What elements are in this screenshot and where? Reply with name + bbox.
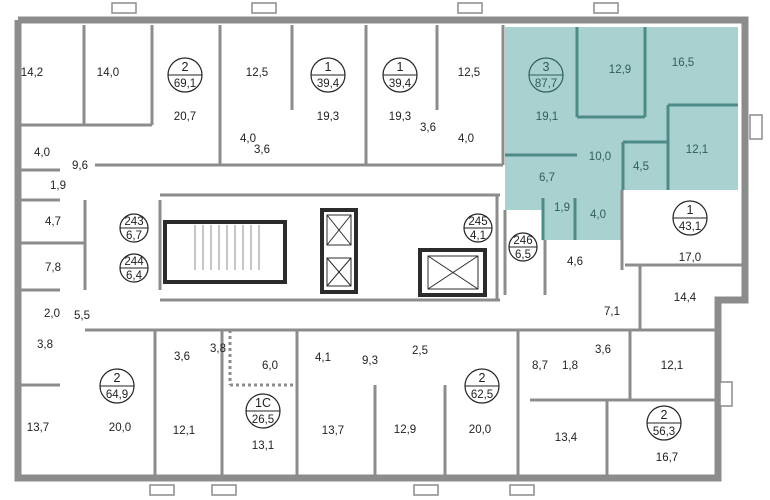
room-area: 6,0: [262, 360, 278, 372]
room-area: 14,4: [674, 292, 697, 304]
room-area: 16,5: [672, 57, 694, 69]
room-area: 12,5: [458, 67, 480, 79]
room-labels: 14,2 14,0 20,7 12,5 19,3 19,3 12,5 4,0 9…: [21, 67, 701, 464]
badge-area: 26,5: [252, 414, 274, 426]
storage-number: 243: [124, 216, 143, 228]
badge-area: 87,7: [535, 78, 557, 90]
room-area: 12,9: [394, 424, 416, 436]
room-area: 9,6: [72, 160, 88, 172]
room-area: 13,7: [322, 425, 344, 437]
room-area: 4,6: [567, 256, 583, 268]
room-area: 20,0: [109, 422, 131, 434]
room-area: 19,3: [389, 111, 411, 123]
badge-rooms: 1: [325, 60, 332, 74]
badge-rooms: 3: [543, 60, 550, 74]
apartment-badge[interactable]: 262,5: [464, 368, 500, 404]
room-area: 4,0: [240, 133, 256, 145]
apartment-badge[interactable]: 1С 26,5: [245, 393, 281, 429]
room-area: 14,2: [21, 67, 43, 79]
apartment-badge[interactable]: 256,3: [646, 405, 682, 441]
room-area: 20,7: [174, 111, 196, 123]
apartment-badge[interactable]: 139,4: [382, 57, 418, 93]
room-area: 1,9: [554, 202, 570, 214]
storage-area: 6,5: [515, 249, 531, 261]
room-area: 4,0: [458, 133, 474, 145]
room-area: 3,6: [595, 344, 611, 356]
outer-walls: [14, 2, 763, 496]
storage-area: 6,4: [126, 270, 143, 282]
room-area: 4,0: [590, 209, 606, 221]
room-area: 16,7: [656, 452, 678, 464]
badge-rooms: 2: [114, 371, 121, 385]
highlighted-room-labels: 12,9 16,5 19,1 10,0 4,5 12,1 6,7 1,9 4,0: [536, 57, 708, 221]
storage-number: 244: [124, 256, 144, 268]
badge-rooms: 2: [182, 60, 189, 74]
room-area: 14,0: [97, 67, 119, 79]
badge-rooms: 1: [397, 60, 404, 74]
room-area: 12,1: [173, 425, 195, 437]
room-area: 3,6: [174, 351, 190, 363]
room-area: 13,1: [252, 440, 274, 452]
room-area: 7,1: [604, 306, 620, 318]
badge-rooms: 1: [687, 203, 694, 217]
storage-number: 246: [513, 235, 532, 247]
room-area: 19,1: [536, 111, 558, 123]
room-area: 2,5: [412, 345, 428, 357]
room-area: 1,8: [562, 360, 578, 372]
badge-area: 39,4: [317, 78, 340, 90]
badge-area: 39,4: [389, 78, 412, 90]
interior-walls: [20, 25, 745, 478]
storage-area: 6,7: [126, 230, 142, 242]
room-area: 13,4: [555, 432, 578, 444]
stairwell: [163, 220, 287, 284]
room-area: 12,1: [661, 360, 683, 372]
badge-area: 62,5: [471, 389, 493, 401]
room-area: 5,5: [74, 310, 90, 322]
room-area: 2,0: [44, 308, 60, 320]
room-area: 12,1: [686, 144, 708, 156]
room-area: 3,6: [254, 144, 270, 156]
storage-number: 245: [468, 216, 487, 228]
room-area: 4,0: [34, 147, 50, 159]
elevators: [320, 208, 487, 297]
room-area: 7,8: [45, 262, 61, 274]
room-area: 19,3: [317, 111, 339, 123]
room-area: 1,9: [50, 180, 66, 192]
badge-rooms: 2: [479, 371, 486, 385]
room-area: 13,7: [27, 422, 49, 434]
room-area: 4,1: [315, 352, 331, 364]
badge-area: 43,1: [679, 221, 701, 233]
room-area: 3,6: [420, 122, 436, 134]
apartment-badge[interactable]: 269,1: [167, 57, 203, 93]
room-area: 20,0: [469, 424, 491, 436]
room-area: 9,3: [362, 355, 378, 367]
room-area: 3,8: [37, 339, 53, 351]
highlighted-apartment-walls: [505, 27, 738, 240]
badge-area: 64,9: [106, 389, 128, 401]
room-area: 10,0: [589, 151, 611, 163]
apartment-badge[interactable]: 264,9: [99, 368, 135, 404]
room-area: 6,7: [539, 172, 555, 184]
room-area: 3,8: [210, 343, 226, 355]
apartment-badge[interactable]: 139,4: [310, 57, 346, 93]
room-area: 17,0: [679, 252, 701, 264]
room-area: 4,5: [633, 161, 649, 173]
room-area: 4,7: [45, 216, 61, 228]
room-area: 8,7: [532, 360, 548, 372]
highlighted-apartment-area[interactable]: [505, 27, 738, 240]
storage-area: 4,1: [470, 230, 486, 242]
badge-area: 56,3: [653, 426, 675, 438]
badge-rooms: 1С: [255, 396, 271, 410]
room-area: 12,9: [609, 64, 631, 76]
room-area: 12,5: [246, 67, 268, 79]
apartment-badge[interactable]: 143,1: [672, 200, 708, 236]
badge-area: 69,1: [174, 78, 196, 90]
apartment-badge-highlighted[interactable]: 387,7: [528, 57, 564, 93]
badge-rooms: 2: [661, 408, 668, 422]
